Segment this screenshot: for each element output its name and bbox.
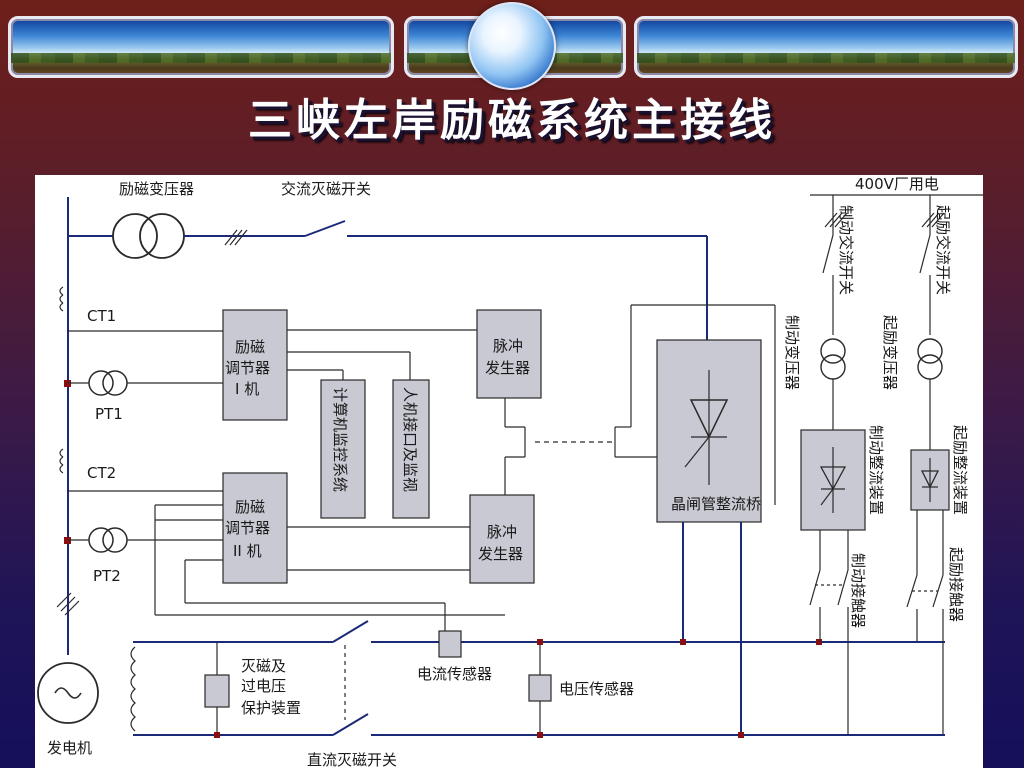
ct2-label: CT2 xyxy=(87,464,116,482)
thyristor-symbol xyxy=(684,370,729,485)
brake-contactor-label: 制动接触器 xyxy=(849,553,867,628)
regulator-2-box xyxy=(222,472,288,584)
pulse-generator-1-line2: 发生器 xyxy=(485,359,530,377)
hmi-monitor-label: 人机接口及监视 xyxy=(401,387,419,492)
wiring-diagram: 发电机 励磁变压器 交流灭磁开关 CT1 PT1 CT2 PT2 励磁 xyxy=(37,175,983,768)
excitation-transformer-symbol xyxy=(112,213,185,259)
brake-rectifier-label: 制动整流装置 xyxy=(867,425,885,515)
pulse-generator-2-line1: 脉冲 xyxy=(487,523,517,541)
pulse-generator-1-box xyxy=(476,309,542,399)
regulator-2-line1: 励磁 xyxy=(235,498,265,516)
tx-phase-marks xyxy=(224,229,248,246)
regulator-1-box xyxy=(222,309,288,421)
deexcitation-line3: 保护装置 xyxy=(241,699,301,717)
pulse-generator-2-line2: 发生器 xyxy=(478,545,523,563)
deexcitation-line1: 灭磁及 xyxy=(241,657,286,675)
brake-transformer-label: 制动变压器 xyxy=(783,315,801,390)
pulse-generator-2-box xyxy=(469,494,535,584)
pt1-tap-dot xyxy=(64,380,71,387)
ct1-symbol xyxy=(59,286,64,312)
ac-breaker-label: 交流灭磁开关 xyxy=(281,180,371,198)
start-transformer-label: 起励变压器 xyxy=(881,315,899,390)
monitor-link-lines xyxy=(287,329,477,571)
brake-rectifier-diode-icon xyxy=(819,447,847,513)
regulator-1-line1: 励磁 xyxy=(235,338,265,356)
hmi-monitor-box xyxy=(392,379,430,519)
dc-breaker-upper-blade xyxy=(332,620,369,643)
regulator-2-line2: 调节器 xyxy=(225,519,270,537)
voltage-sensor-box xyxy=(528,674,552,702)
slide-title: 三峡左岸励磁系统主接线 xyxy=(248,95,776,146)
start-rectifier-label: 起励整流装置 xyxy=(951,425,969,515)
field-winding-symbol xyxy=(130,646,136,732)
brake-ac-switch-label: 制动交流开关 xyxy=(837,205,855,295)
current-sensor-label: 电流传感器 xyxy=(417,665,492,683)
pt2-label: PT2 xyxy=(93,567,121,585)
start-contactor-label: 起励接触器 xyxy=(947,547,965,622)
brake-branch xyxy=(809,195,849,735)
thyristor-bridge-label: 晶闸管整流桥 xyxy=(671,495,761,513)
regulator-1-line3: I 机 xyxy=(235,380,259,398)
wiring-diagram-panel: 发电机 励磁变压器 交流灭磁开关 CT1 PT1 CT2 PT2 励磁 xyxy=(35,175,983,768)
regulator-2-line3: II 机 xyxy=(233,542,262,560)
pt1-label: PT1 xyxy=(95,405,123,423)
ct1-label: CT1 xyxy=(87,307,116,325)
computer-monitor-label: 计算机监控系统 xyxy=(331,387,349,492)
bus-phase-marks xyxy=(56,592,80,616)
voltage-sensor-label: 电压传感器 xyxy=(559,680,634,698)
deexcitation-box xyxy=(204,674,230,708)
deexcitation-line2: 过电压 xyxy=(241,677,286,695)
excitation-transformer-label: 励磁变压器 xyxy=(119,180,194,198)
start-branch xyxy=(906,195,945,735)
start-ac-switch-label: 起励交流开关 xyxy=(934,205,952,295)
pulse-generator-1-line1: 脉冲 xyxy=(493,337,523,355)
globe-icon xyxy=(468,2,556,90)
current-sensor-box xyxy=(438,630,462,658)
header-banner-right xyxy=(634,16,1018,78)
ac-breaker-blade xyxy=(304,220,346,237)
header-banner-left xyxy=(8,16,394,78)
junction-dots xyxy=(214,639,822,738)
generator-symbol xyxy=(37,662,99,724)
aux-power-label: 400V厂用电 xyxy=(855,175,939,193)
regulator-signal-lines xyxy=(154,504,505,643)
start-rectifier-diode-icon xyxy=(920,458,940,502)
ct2-symbol xyxy=(59,448,64,474)
pt2-tap-dot xyxy=(64,537,71,544)
regulator-1-line2: 调节器 xyxy=(225,359,270,377)
pt1-symbol xyxy=(88,370,128,396)
generator-label: 发电机 xyxy=(47,739,92,757)
dc-breaker-label: 直流灭磁开关 xyxy=(307,751,397,768)
dc-breaker-lower-blade xyxy=(332,713,369,736)
pt2-symbol xyxy=(88,527,128,553)
